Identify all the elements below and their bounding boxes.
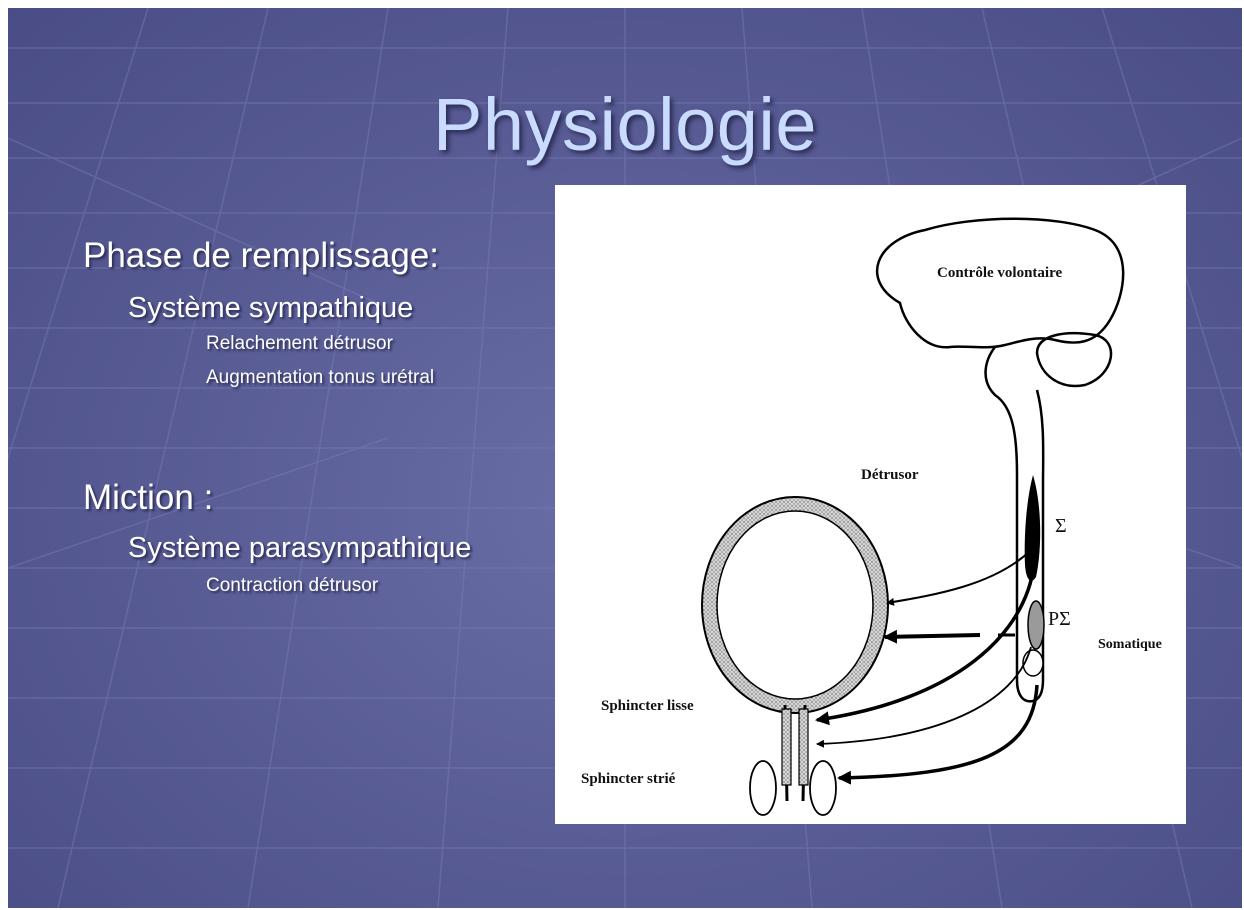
filling-effect-item: Augmentation tonus urétral <box>206 367 434 389</box>
parasympathetic-nucleus <box>1028 601 1044 649</box>
miction-heading: Miction : <box>83 478 213 518</box>
cerebellum-outline <box>1037 333 1111 386</box>
parasympathetic-symbol: PΣ <box>1048 608 1071 631</box>
striated-sphincter-right <box>810 761 836 815</box>
slide: Physiologie Phase de remplissage: Systèm… <box>8 8 1242 908</box>
miction-effect-item: Contraction détrusor <box>206 575 378 597</box>
somatic-label: Somatique <box>1098 637 1162 653</box>
filling-effect-item: Relachement détrusor <box>206 333 393 355</box>
parasympathetic-system-label: Système parasympathique <box>128 532 471 565</box>
parasympathetic-to-detrusor-arrow <box>885 635 980 637</box>
sympathetic-system-label: Système sympathique <box>128 292 413 325</box>
somatic-nucleus <box>1023 650 1043 676</box>
bladder-innervation-diagram: Contrôle volontaire Détrusor Σ PΣ Somati… <box>555 185 1186 824</box>
bladder-lumen <box>717 511 873 699</box>
striated-sphincter-label: Sphincter strié <box>581 771 675 788</box>
detrusor-label: Détrusor <box>861 467 918 484</box>
smooth-sphincter-label: Sphincter lisse <box>601 698 694 715</box>
brain-outline <box>877 219 1123 348</box>
bladder-innervation-drawing <box>555 185 1186 824</box>
voluntary-control-label: Contrôle volontaire <box>937 265 1062 282</box>
filling-phase-heading: Phase de remplissage: <box>83 236 439 276</box>
sympathetic-to-detrusor-arrow <box>887 550 1031 603</box>
sympathetic-symbol: Σ <box>1055 515 1067 538</box>
smooth-sphincter <box>782 709 808 785</box>
striated-sphincter-left <box>750 761 776 815</box>
slide-title: Physiologie <box>8 82 1242 167</box>
somatic-to-striated-sphincter-arrow <box>839 685 1037 778</box>
